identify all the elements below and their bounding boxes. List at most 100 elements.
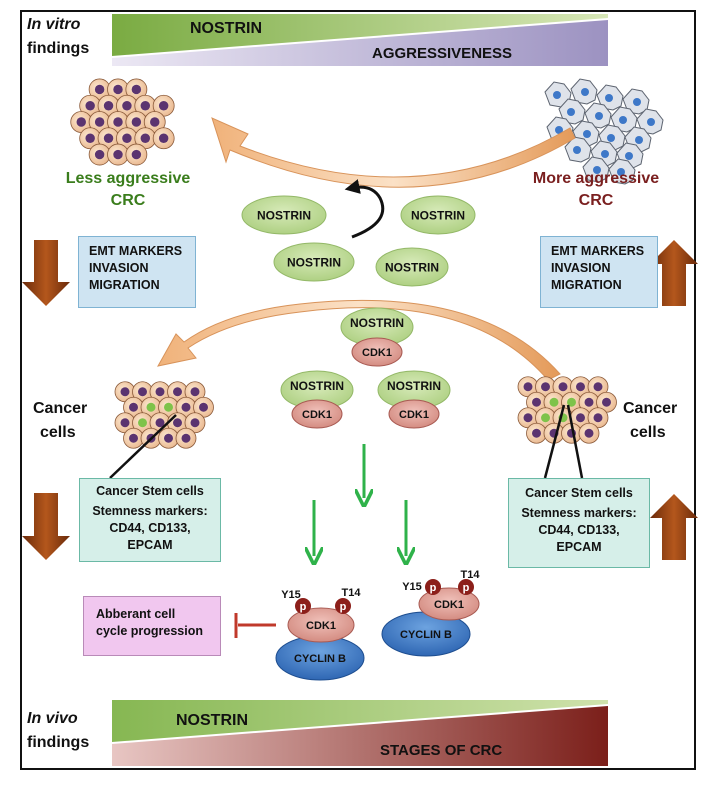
cell	[587, 407, 609, 429]
cell	[596, 391, 617, 413]
cell	[88, 143, 111, 166]
cdk1-label: CDK1	[302, 409, 332, 421]
figure-frame	[20, 10, 696, 770]
in-vitro-title: In vitro	[27, 16, 81, 33]
t14-label: T14	[461, 569, 481, 581]
nostrin-gradient-bar-top	[112, 14, 608, 56]
aberrant-cell-cycle-box: Abberant cell cycle progression	[83, 596, 221, 656]
epcam-label: EPCAM	[556, 540, 602, 554]
cancer-stem-cells-label: Cancer Stem cells	[96, 484, 204, 498]
migration-label: MIGRATION	[89, 278, 160, 292]
mesenchymal-cell	[584, 102, 612, 129]
in-vitro-subtitle: findings	[27, 40, 90, 57]
cell	[184, 381, 206, 403]
mesenchymal-cell	[564, 136, 592, 163]
up-arrow-stem-right	[650, 494, 698, 560]
stem-pointer-right-2	[566, 404, 584, 479]
stemness-markers-label: Stemness markers:	[521, 506, 637, 520]
cdk1-label: CDK1	[399, 409, 429, 421]
crc-stages-bar-label: STAGES OF CRC	[380, 742, 503, 759]
cdk1-cyclinb-complex-right: CYCLIN B CDK1 p p Y15 T14	[381, 569, 481, 657]
cell	[88, 111, 111, 133]
mesenchymal-cell	[558, 98, 586, 125]
stem-cells-box-left: Cancer Stem cells Stemness markers: CD44…	[79, 478, 221, 562]
down-arrow-stem-left	[22, 493, 70, 560]
cell	[123, 427, 144, 449]
cell-cluster-more-aggressive	[544, 78, 664, 185]
cell	[123, 396, 144, 418]
nostrin-bar-label-bottom: NOSTRIN	[176, 712, 248, 729]
stem-pointer-right-1	[543, 404, 566, 479]
stem-pointer-left	[109, 414, 177, 479]
migration-label: MIGRATION	[551, 278, 622, 292]
cell	[79, 127, 102, 150]
y15-label: Y15	[281, 589, 301, 601]
less-aggressive-label: Less aggressive	[65, 170, 191, 187]
cell	[535, 407, 556, 429]
nostrin-label: NOSTRIN	[387, 379, 441, 393]
phospho-label: p	[430, 582, 437, 594]
nostrin-label: NOSTRIN	[290, 379, 344, 393]
cell	[158, 427, 179, 449]
cell	[88, 78, 111, 101]
aberrant-label-line2: cycle progression	[96, 624, 203, 638]
cancer-cell-cluster-right	[517, 376, 617, 444]
cyclin-b-label: CYCLIN B	[400, 629, 452, 641]
orange-arc-top	[211, 117, 576, 188]
cancer-cell-cluster-left	[114, 381, 214, 449]
nostrin-bar-label-top: NOSTRIN	[190, 20, 262, 37]
mesenchymal-cell	[590, 140, 618, 167]
nostrin-gradient-bar-bottom	[112, 700, 608, 742]
emt-markers-label: EMT MARKERS	[89, 244, 183, 258]
cell	[97, 127, 120, 150]
nostrin-cdk1-complex-right: NOSTRIN CDK1	[377, 370, 451, 429]
nostrin-label: NOSTRIN	[411, 209, 465, 223]
nostrin-ellipse-1: NOSTRIN	[241, 195, 327, 235]
less-aggressive-crc-label: CRC	[110, 192, 146, 209]
cell	[570, 407, 591, 429]
aberrant-label-line1: Abberant cell	[96, 607, 176, 621]
aggressiveness-gradient-bar	[112, 20, 608, 66]
cell	[193, 396, 214, 418]
mesenchymal-cell	[596, 84, 624, 111]
epcam-label: EPCAM	[127, 538, 173, 552]
cell	[97, 94, 120, 117]
mesenchymal-cell	[544, 81, 572, 108]
cell	[152, 94, 175, 117]
mesenchymal-cell	[582, 156, 610, 183]
crc-stage-gradient-bar	[112, 706, 608, 766]
cell	[543, 391, 565, 413]
cyclin-b-label: CYCLIN B	[294, 653, 346, 665]
in-vivo-title: In vivo	[27, 710, 78, 727]
more-aggressive-crc-label: CRC	[578, 192, 614, 209]
cdk1-label: CDK1	[306, 620, 336, 632]
cdk1-label: CDK1	[434, 599, 464, 611]
cell-cluster-less-aggressive	[70, 78, 175, 166]
cell	[578, 422, 600, 444]
mesenchymal-cell	[570, 78, 598, 105]
t14-label: T14	[342, 587, 362, 599]
cell	[107, 143, 129, 166]
stemness-markers-label: Stemness markers:	[92, 504, 208, 518]
markers-list-label: CD44, CD133,	[109, 521, 191, 535]
phospho-label: p	[340, 601, 347, 613]
cell	[184, 412, 206, 434]
cell	[134, 94, 157, 117]
cell	[149, 412, 171, 434]
cell	[526, 422, 547, 444]
cancer-stem-cells-label: Cancer Stem cells	[525, 486, 633, 500]
nostrin-ellipse-3: NOSTRIN	[273, 242, 355, 282]
nostrin-label: NOSTRIN	[287, 256, 341, 270]
orange-arc-middle	[157, 299, 561, 381]
nostrin-ellipse-2: NOSTRIN	[400, 195, 476, 235]
cdk1-label: CDK1	[362, 347, 392, 359]
cell	[125, 78, 148, 101]
cdk1-cyclinb-complex-left: CYCLIN B CDK1 p p Y15 T14	[275, 587, 365, 681]
cell	[175, 427, 197, 449]
cell	[152, 127, 175, 150]
up-arrow-emt-right	[650, 240, 698, 306]
curved-black-arrow	[344, 179, 385, 239]
nostrin-cdk1-complex-top: NOSTRIN CDK1	[340, 307, 414, 367]
cell	[526, 391, 547, 413]
